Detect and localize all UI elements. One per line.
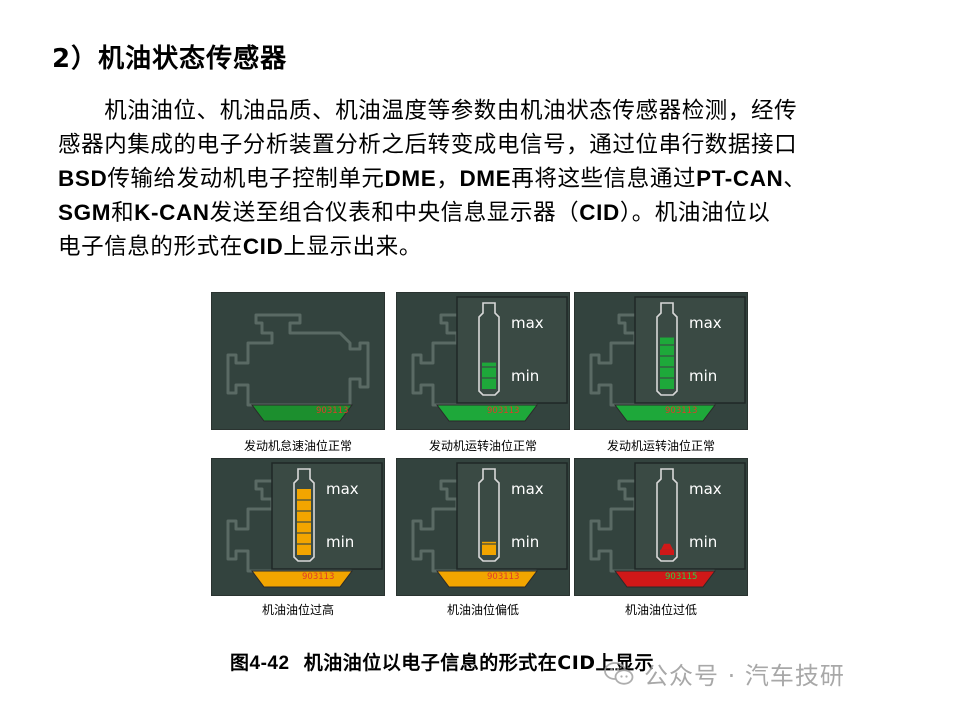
engine-oil-graphic: 903113 — [226, 313, 370, 422]
watermark-text: 公众号 · 汽车技研 — [644, 662, 845, 690]
text-run: 机油油位、机油品质、机油温度等参数由机油状态传感器检测，经传 — [58, 98, 798, 124]
text-run: 电子信息的形式在 — [58, 234, 243, 260]
oil-level-panel: max min 903113 — [396, 458, 570, 596]
paragraph-line: 感器内集成的电子分析装置分析之后转变成电信号，通过位串行数据接口 — [58, 128, 918, 162]
panel-code: 903113 — [665, 406, 697, 416]
low-level-tip — [661, 543, 673, 550]
text-run: ， — [436, 166, 460, 192]
panel-code: 903113 — [302, 572, 334, 582]
engine-oil-graphic: max min 903113 — [589, 296, 746, 422]
oil-pan-fill — [614, 404, 716, 422]
bold-term: SGM — [58, 200, 112, 225]
oil-level-panel: 903113 — [211, 292, 385, 430]
figure-number: 图4-42 — [230, 653, 290, 674]
gauge-min-label: min — [689, 533, 717, 551]
gauge-min-label: min — [689, 367, 717, 385]
figure-caption-text: 机油油位以电子信息的形式在CID上显示 — [303, 652, 655, 674]
oil-level-panel: max min 903115 — [574, 458, 748, 596]
text-run: 和 — [111, 200, 135, 226]
engine-oil-graphic: max min 903113 — [226, 462, 383, 588]
oil-pan-fill — [614, 570, 716, 588]
bold-term: CID — [579, 200, 620, 225]
text-run: 感器内集成的电子分析装置分析之后转变成电信号，通过位串行数据接口 — [58, 132, 798, 158]
oil-level-fill — [482, 362, 496, 389]
panel-caption: 机油油位过高 — [261, 603, 334, 617]
bold-term: K-CAN — [134, 200, 210, 225]
engine-oil-graphic: max min 903113 — [411, 296, 568, 422]
text-run: 、 — [783, 166, 807, 192]
panel-caption: 发动机运转油位正常 — [606, 439, 715, 453]
body-paragraph: 机油油位、机油品质、机油温度等参数由机油状态传感器检测，经传感器内集成的电子分析… — [58, 94, 918, 264]
gauge-window — [456, 296, 568, 404]
gauge-min-label: min — [511, 533, 539, 551]
gauge-max-label: max — [689, 480, 722, 498]
oil-level-panel: max min 903113 — [396, 292, 570, 430]
paragraph-line: 电子信息的形式在CID上显示出来。 — [58, 230, 918, 264]
watermark: 公众号 · 汽车技研 — [604, 656, 845, 691]
bold-term: PT-CAN — [696, 166, 784, 191]
section-heading: 2）机油状态传感器 — [52, 44, 288, 74]
oil-level-fill — [660, 549, 674, 555]
gauge-max-label: max — [511, 480, 544, 498]
bold-term: DME — [384, 166, 437, 191]
paragraph-line: 机油油位、机油品质、机油温度等参数由机油状态传感器检测，经传 — [58, 94, 918, 128]
panel-code: 903113 — [487, 572, 519, 582]
panel-caption: 机油油位过低 — [624, 603, 697, 617]
oil-pan-fill — [251, 570, 353, 588]
oil-level-panel: max min 903113 — [211, 458, 385, 596]
gauge-window — [271, 462, 383, 570]
dipstick-tube-outline — [478, 302, 500, 396]
oil-pan-fill — [436, 404, 538, 422]
engine-oil-graphic: max min 903113 — [411, 462, 568, 588]
gauge-min-label: min — [326, 533, 354, 551]
text-run: 发送至组合仪表和中央信息显示器（ — [209, 200, 580, 226]
dipstick-tube-outline — [656, 468, 678, 562]
panel-code: 903113 — [487, 406, 519, 416]
gauge-max-label: max — [326, 480, 359, 498]
gauge-window — [456, 462, 568, 570]
gauge-window — [634, 462, 746, 570]
dipstick-tube-outline — [478, 468, 500, 562]
figure-caption: 图4-42 机油油位以电子信息的形式在CID上显示 — [230, 648, 654, 675]
gauge-window — [634, 296, 746, 404]
dipstick-tube-outline — [293, 468, 315, 562]
gauge-max-label: max — [511, 314, 544, 332]
oil-level-panel: max min 903113 — [574, 292, 748, 430]
text-run: ）。机油油位以 — [619, 200, 771, 226]
panel-caption: 机油油位偏低 — [446, 603, 519, 617]
oil-level-fill — [482, 541, 496, 555]
gauge-min-label: min — [511, 367, 539, 385]
gauge-max-label: max — [689, 314, 722, 332]
text-run: 上显示出来。 — [283, 234, 422, 260]
text-run: 传输给发动机电子控制单元 — [107, 166, 385, 192]
text-run: 再将这些信息通过 — [511, 166, 697, 192]
panel-caption: 发动机运转油位正常 — [428, 439, 537, 453]
bold-term: DME — [459, 166, 512, 191]
oil-level-fill — [660, 337, 674, 389]
panel-code: 903115 — [665, 572, 697, 582]
panel-code: 903113 — [316, 406, 348, 416]
oil-pan-fill — [436, 570, 538, 588]
panel-caption: 发动机怠速油位正常 — [243, 439, 352, 453]
oil-pan-fill — [251, 404, 353, 422]
engine-outline-icon — [226, 313, 370, 407]
paragraph-line: SGM和K-CAN发送至组合仪表和中央信息显示器（CID）。机油油位以 — [58, 196, 918, 230]
engine-oil-graphic: max min 903115 — [589, 462, 746, 588]
bold-term: BSD — [58, 166, 108, 191]
bold-term: CID — [242, 234, 284, 259]
paragraph-line: BSD传输给发动机电子控制单元DME，DME再将这些信息通过PT-CAN、 — [58, 162, 918, 196]
wechat-icon — [604, 661, 634, 685]
dipstick-tube-outline — [656, 302, 678, 396]
